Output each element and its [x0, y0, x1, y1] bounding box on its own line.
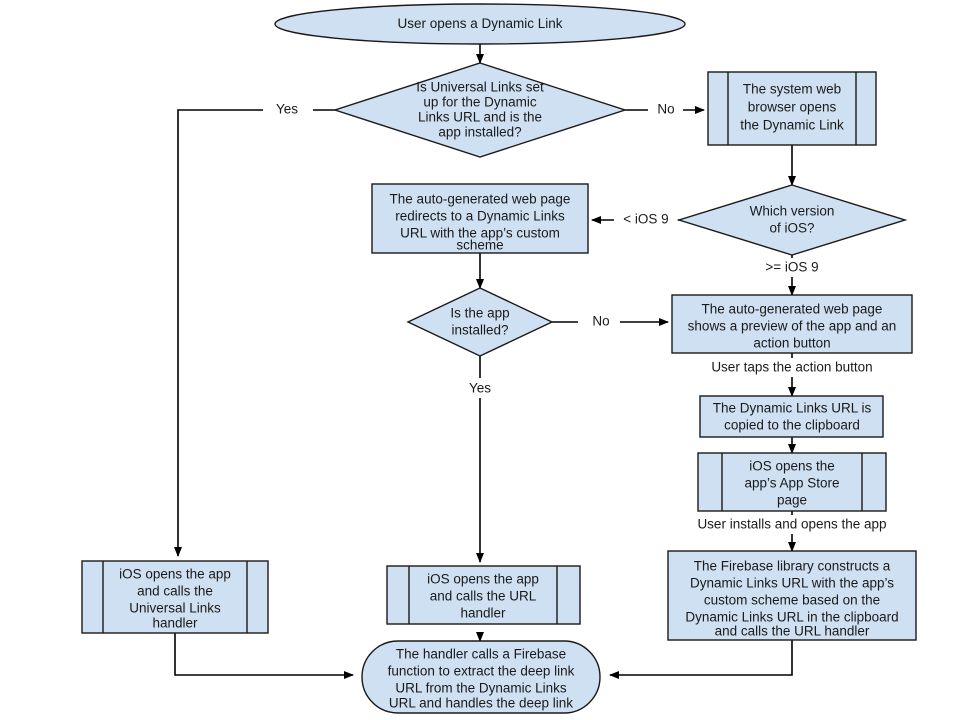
node-start-line-0: User opens a Dynamic Link: [397, 16, 562, 31]
node-preview-line-0: The auto-generated web page: [702, 302, 883, 317]
node-clipboard-line-1: copied to the clipboard: [724, 418, 860, 433]
node-web-page-preview[interactable]: The auto-generated web page shows a prev…: [671, 294, 913, 354]
edge-label-yes-universal-links: Yes: [276, 102, 298, 117]
node-universal-links-decision[interactable]: Is Universal Links set up for the Dynami…: [332, 62, 628, 158]
node-firebase-line-4: and calls the URL handler: [715, 624, 870, 639]
node-ios-opens-universal-links-handler[interactable]: iOS opens the app and calls the Universa…: [81, 560, 269, 634]
node-universal-decision-line-0: Is Universal Links set: [416, 80, 544, 95]
node-version-decision-line-0: Which version: [750, 204, 835, 219]
edge-universal-yes-rail: [174, 109, 263, 557]
node-redirects-line-1: redirects to a Dynamic Links: [395, 209, 565, 224]
node-firebase-line-0: The Firebase library constructs a: [694, 559, 891, 574]
node-appstore-line-1: app’s App Store: [744, 476, 839, 491]
node-system-web-browser[interactable]: The system web browser opens the Dynamic…: [707, 71, 877, 146]
node-firebase-line-2: custom scheme based on the: [704, 593, 880, 608]
edge-label-gte-ios9: >= iOS 9: [765, 260, 818, 275]
node-ios-version-decision[interactable]: Which version of iOS?: [676, 184, 908, 256]
edge-labels-layer: Yes No < iOS 9 >= iOS 9 No Yes User taps…: [276, 102, 887, 532]
edge-label-no-app-installed: No: [592, 314, 609, 329]
node-firebase-library-constructs[interactable]: The Firebase library constructs a Dynami…: [667, 550, 917, 641]
node-app-installed-line-0: Is the app: [450, 306, 509, 321]
edge-firebase-to-oval: [609, 640, 793, 679]
node-preview-line-2: action button: [753, 336, 830, 351]
node-handler-line-3: URL and handles the deep link: [389, 696, 573, 711]
node-redirects-line-0: The auto-generated web page: [390, 192, 571, 207]
node-app-installed-decision[interactable]: Is the app installed?: [406, 287, 554, 357]
node-handler-extracts-deep-link[interactable]: The handler calls a Firebase function to…: [361, 640, 601, 714]
node-url-handler-line-0: iOS opens the app: [427, 572, 539, 587]
edge-label-user-installs-opens-app: User installs and opens the app: [697, 517, 886, 532]
node-app-store-page[interactable]: iOS opens the app’s App Store page: [697, 452, 887, 512]
node-clipboard-line-0: The Dynamic Links URL is: [713, 401, 872, 416]
edge-label-yes-app-installed: Yes: [469, 381, 491, 396]
node-appstore-line-0: iOS opens the: [749, 459, 835, 474]
edge-label-no-universal-links: No: [657, 102, 674, 117]
node-browser-line-0: The system web: [743, 82, 841, 97]
node-handler-line-2: URL from the Dynamic Links: [395, 681, 567, 696]
node-universal-handler-line-3: handler: [152, 616, 198, 631]
node-handler-line-1: function to extract the deep link: [388, 664, 575, 679]
node-universal-handler-line-2: Universal Links: [129, 601, 221, 616]
node-url-copied-clipboard[interactable]: The Dynamic Links URL is copied to the c…: [699, 395, 884, 438]
node-preview-line-1: shows a preview of the app and an: [688, 319, 897, 334]
edges-layer: [174, 40, 796, 679]
node-redirects-line-3: scheme: [456, 238, 503, 253]
node-universal-handler-line-0: iOS opens the app: [119, 567, 231, 582]
edge-label-user-taps-action-button: User taps the action button: [711, 360, 872, 375]
node-appstore-line-2: page: [777, 493, 807, 508]
node-universal-decision-line-1: up for the Dynamic: [423, 95, 537, 110]
node-version-decision-line-1: of iOS?: [769, 221, 814, 236]
node-firebase-line-3: Dynamic Links URL in the clipboard: [685, 610, 898, 625]
node-firebase-line-1: Dynamic Links URL with the app’s: [690, 576, 894, 591]
edge-label-less-than-ios9: < iOS 9: [623, 212, 668, 227]
node-universal-decision-line-2: Links URL and is the: [418, 110, 542, 125]
node-ios-opens-url-handler[interactable]: iOS opens the app and calls the URL hand…: [386, 565, 581, 625]
node-browser-line-1: browser opens: [748, 100, 837, 115]
node-web-page-redirects[interactable]: The auto-generated web page redirects to…: [371, 183, 589, 254]
node-universal-handler-line-1: and calls the: [137, 584, 213, 599]
node-redirects-line-2: URL with the app’s custom: [400, 226, 560, 241]
node-browser-line-2: the Dynamic Link: [740, 118, 844, 133]
edge-universal-handler-to-oval: [174, 633, 354, 679]
node-url-handler-line-1: and calls the URL: [430, 589, 537, 604]
node-app-installed-line-1: installed?: [451, 323, 508, 338]
node-url-handler-line-2: handler: [460, 606, 506, 621]
node-start[interactable]: User opens a Dynamic Link: [274, 3, 686, 45]
node-handler-line-0: The handler calls a Firebase: [396, 647, 566, 662]
node-universal-decision-line-3: app installed?: [438, 125, 521, 140]
